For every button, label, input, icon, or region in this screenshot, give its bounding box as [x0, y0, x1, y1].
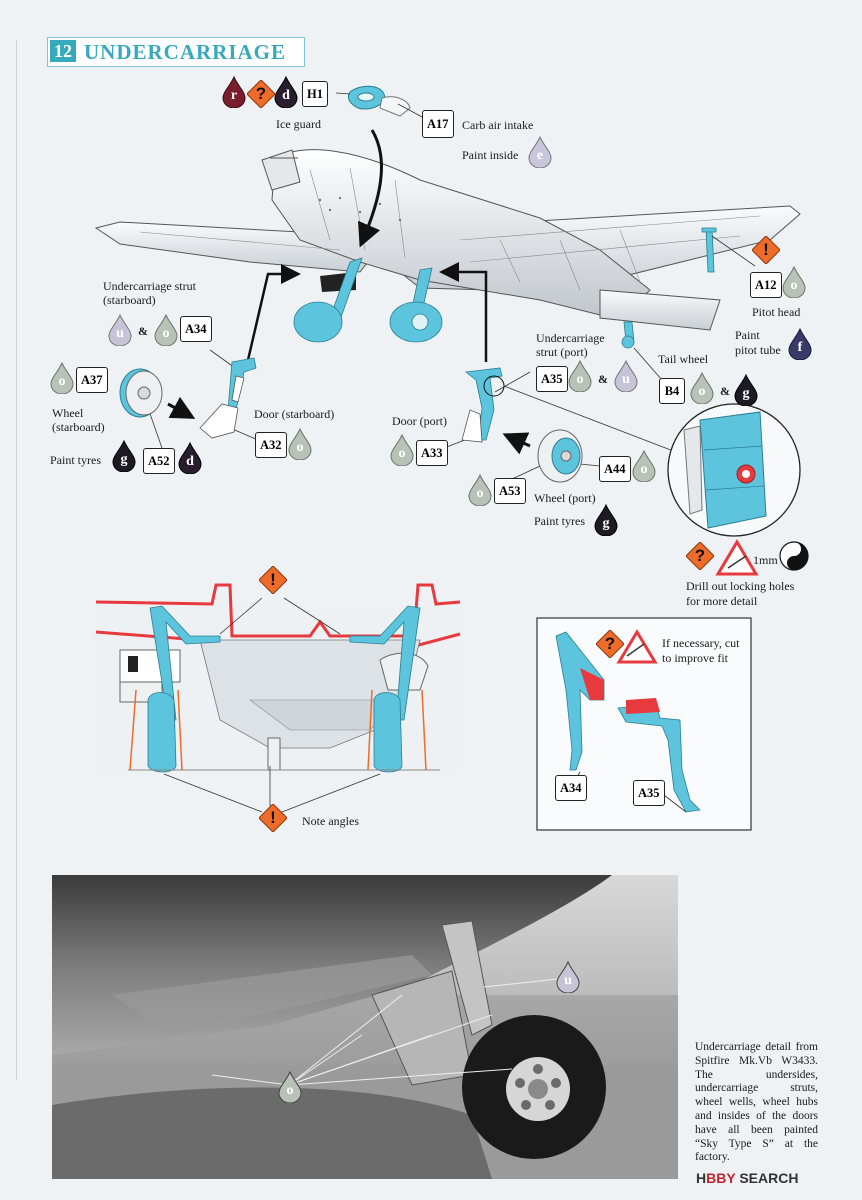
inset-part-code-a35: A35: [633, 780, 665, 806]
paint-drop-d-a52: d: [178, 442, 202, 474]
paint-drop-o-a37: o: [50, 362, 74, 394]
label-tail-wheel: Tail wheel: [658, 352, 709, 366]
paint-drop-u-left: u: [108, 314, 132, 346]
part-a37-wheel: [119, 368, 163, 418]
label-1mm: 1mm: [753, 553, 778, 567]
warning-note-angles-icon: !: [259, 804, 287, 832]
watermark-suffix: SEARCH: [735, 1170, 799, 1186]
label-note-angles: Note angles: [302, 814, 359, 828]
paint-drop-o-b4: o: [690, 372, 714, 404]
part-code-a33: A33: [416, 440, 448, 466]
label-pitot-head: Pitot head: [752, 305, 801, 319]
part-a32-door: [199, 403, 239, 439]
part-a35-strut: [465, 367, 505, 441]
watermark: HBBY SEARCH: [696, 1170, 798, 1186]
paint-drop-g-b4: g: [734, 374, 758, 406]
label-paint-inside: Paint inside: [462, 148, 519, 162]
label-ice-guard: Ice guard: [276, 117, 321, 131]
paint-drop-g-right: g: [594, 504, 618, 536]
cut-warning-icon: [715, 539, 759, 576]
label-cut-fit-2: to improve fit: [662, 651, 728, 665]
label-wheel-starboard-2: (starboard): [52, 420, 105, 434]
paint-drop-o-left: o: [154, 314, 178, 346]
step-number: 12: [50, 40, 76, 62]
paint-drop-o-a12: o: [782, 266, 806, 298]
ampersand-2: &: [598, 372, 608, 386]
inset-part-code-a34: A34: [555, 775, 587, 801]
part-code-a35: A35: [536, 366, 568, 392]
label-paint-pitot-1: Paint: [735, 328, 760, 342]
ampersand-1: &: [138, 324, 148, 338]
part-code-a17: A17: [422, 110, 454, 138]
drill-question-icon: ?: [686, 542, 714, 570]
label-uc-strut-port-2: strut (port): [536, 345, 588, 359]
aircraft-underside-view: [94, 85, 801, 349]
mix-question-icon: ?: [247, 80, 275, 108]
part-code-a34: A34: [180, 316, 212, 342]
paint-drop-r: r: [222, 76, 246, 108]
reference-photo: u o: [52, 875, 678, 1179]
part-code-b4: B4: [659, 378, 685, 404]
inset-question-icon: ?: [596, 630, 624, 658]
part-a44-wheel: [537, 429, 583, 483]
label-wheel-port: Wheel (port): [534, 491, 596, 505]
ampersand-3: &: [720, 384, 730, 398]
part-code-a32: A32: [255, 432, 287, 458]
label-wheel-starboard-1: Wheel: [52, 406, 84, 420]
page-edge-line: [16, 40, 17, 1080]
label-drill-out-2: for more detail: [686, 594, 758, 608]
paint-drop-o-a33: o: [390, 434, 414, 466]
front-view-diagram: [95, 583, 461, 813]
part-code-a52: A52: [143, 448, 175, 474]
watermark-mid: BBY: [706, 1170, 736, 1186]
paint-drop-o-a32: o: [288, 428, 312, 460]
photo-caption: Undercarriage detail from Spitfire Mk.Vb…: [695, 1041, 818, 1164]
label-carb-air-intake: Carb air intake: [462, 118, 534, 132]
label-door-starboard: Door (starboard): [254, 407, 335, 421]
label-uc-strut-starboard-2: (starboard): [103, 293, 156, 307]
part-a34-strut: [227, 357, 257, 411]
drill-symbol-icon: [779, 541, 809, 571]
warning-front-view-icon: !: [259, 566, 287, 594]
warning-pitot-icon: !: [752, 236, 780, 264]
label-paint-pitot-2: pitot tube: [735, 343, 781, 357]
label-paint-tyres-left: Paint tyres: [50, 453, 101, 467]
part-code-a37: A37: [76, 367, 108, 393]
paint-drop-o-a53: o: [468, 474, 492, 506]
photo-paint-drop-o: o: [278, 1071, 302, 1103]
paint-drop-d: d: [274, 76, 298, 108]
step-header: 12 UNDERCARRIAGE: [47, 37, 305, 67]
part-code-a44: A44: [599, 456, 631, 482]
photo-paint-drop-u: u: [556, 961, 580, 993]
step-title: UNDERCARRIAGE: [84, 40, 287, 64]
label-door-port: Door (port): [392, 414, 447, 428]
assembly-diagram: [94, 85, 809, 831]
label-uc-strut-port-1: Undercarriage: [536, 331, 605, 345]
paint-drop-o-a44: o: [632, 450, 656, 482]
paint-drop-f: f: [788, 328, 812, 360]
label-cut-fit-1: If necessary, cut: [662, 636, 740, 650]
watermark-prefix: H: [696, 1170, 707, 1186]
part-code-h1: H1: [302, 81, 328, 107]
detail-zoom-circle: [667, 403, 801, 537]
label-drill-out-1: Drill out locking holes: [686, 579, 795, 593]
part-code-a53: A53: [494, 478, 526, 504]
part-code-a12: A12: [750, 272, 782, 298]
paint-drop-o-a35: o: [568, 360, 592, 392]
paint-drop-g-left: g: [112, 440, 136, 472]
paint-drop-u-right: u: [614, 360, 638, 392]
label-paint-tyres-right: Paint tyres: [534, 514, 585, 528]
label-uc-strut-starboard-1: Undercarriage strut: [103, 279, 196, 293]
paint-drop-e: e: [528, 136, 552, 168]
